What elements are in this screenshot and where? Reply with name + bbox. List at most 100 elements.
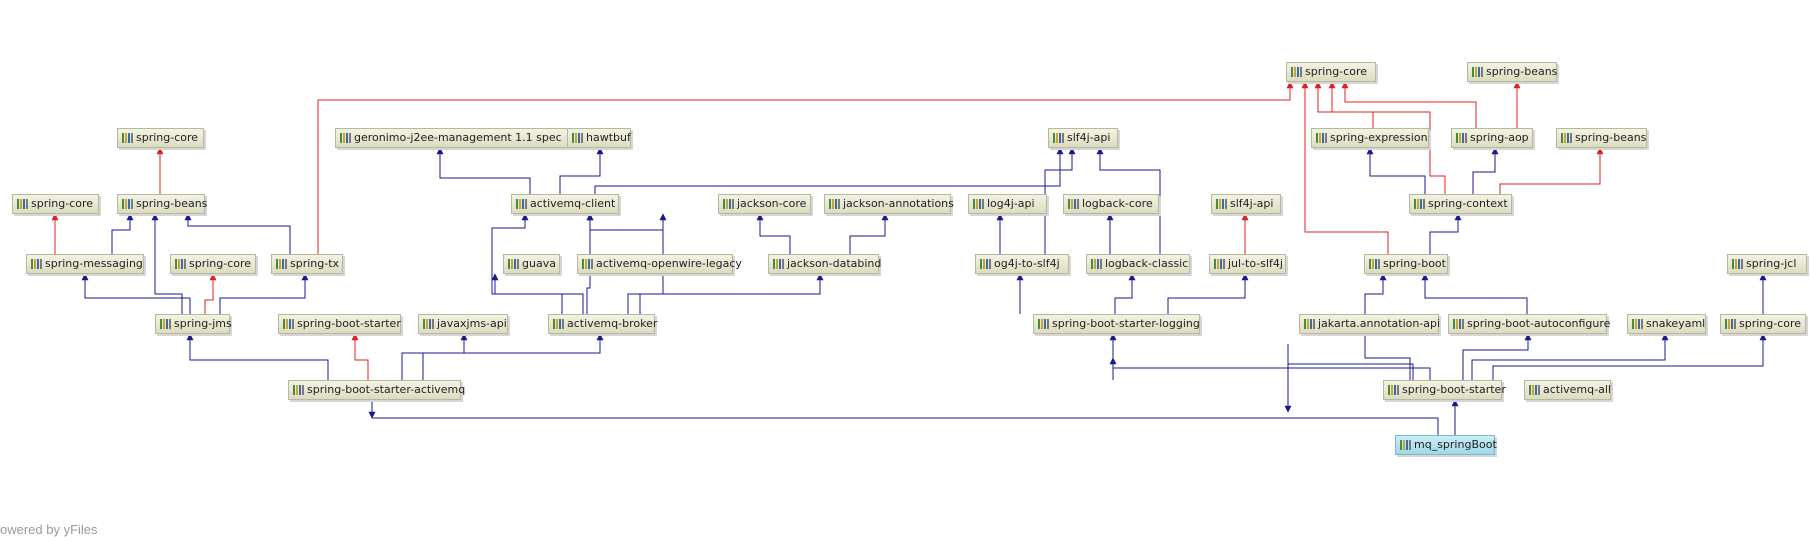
- node-label: spring-tx: [290, 257, 340, 270]
- dependency-edge-20: [586, 213, 664, 254]
- node-label: spring-expression: [1330, 131, 1428, 144]
- node-label: spring-aop: [1470, 131, 1529, 144]
- node-label: slf4j-api: [1230, 197, 1274, 210]
- library-icon: [1529, 385, 1540, 395]
- dependency-edge-37: [1284, 344, 1414, 413]
- node-hawtbuf[interactable]: hawtbuf: [567, 128, 631, 148]
- node-label: activemq-client: [530, 197, 616, 210]
- node-jackson-core[interactable]: jackson-core: [718, 194, 811, 214]
- node-spring-beans-r[interactable]: spring-beans: [1556, 128, 1647, 148]
- dependency-edge-17: [491, 213, 563, 314]
- node-log4j-to-slf4j[interactable]: og4j-to-slf4j: [975, 254, 1069, 274]
- library-icon: [276, 259, 287, 269]
- dependency-edge-21: [639, 273, 824, 314]
- conflict-edge-50: [1328, 81, 1374, 128]
- node-label: spring-boot-starter: [297, 317, 401, 330]
- node-javaxjms-api[interactable]: javaxjms-api: [418, 314, 508, 334]
- node-mq-springboot[interactable]: mq_springBoot: [1395, 435, 1497, 455]
- node-logback-classic[interactable]: logback-classic: [1086, 254, 1190, 274]
- dependency-edge-22: [559, 147, 604, 194]
- node-label: spring-core: [1739, 317, 1802, 330]
- dependency-edge-11: [111, 213, 134, 254]
- node-label: mq_springBoot: [1414, 438, 1497, 451]
- node-activemq-broker[interactable]: activemq-broker: [548, 314, 657, 334]
- library-icon: [1038, 319, 1049, 329]
- node-slf4j-api-mid[interactable]: slf4j-api: [1048, 128, 1118, 148]
- library-icon: [175, 259, 186, 269]
- library-icon: [516, 199, 527, 209]
- library-icon: [1316, 133, 1327, 143]
- library-icon: [980, 259, 991, 269]
- node-spring-core-far[interactable]: spring-core: [12, 194, 99, 214]
- library-icon: [1732, 259, 1743, 269]
- node-geronimo[interactable]: geronimo-j2ee-management 1.1 spec: [335, 128, 579, 148]
- node-label: slf4j-api: [1067, 131, 1111, 144]
- node-label: activemq-openwire-legacy: [596, 257, 742, 270]
- node-spring-jcl[interactable]: spring-jcl: [1727, 254, 1807, 274]
- node-jul-to-slf4j[interactable]: jul-to-slf4j: [1209, 254, 1286, 274]
- dependency-edge-35: [1167, 273, 1249, 314]
- dependency-edge-40: [1471, 333, 1669, 380]
- node-label: jackson-annotations: [843, 197, 954, 210]
- library-icon: [1388, 385, 1399, 395]
- conflict-edge-3: [351, 333, 369, 380]
- node-spring-boot-starter-logging[interactable]: spring-boot-starter-logging: [1033, 314, 1200, 334]
- library-icon: [293, 385, 304, 395]
- conflict-edge-8: [204, 273, 217, 314]
- node-spring-core-top[interactable]: spring-core: [1286, 62, 1376, 82]
- dependency-edge-23: [436, 147, 531, 194]
- library-icon: [1369, 259, 1380, 269]
- library-icon: [1216, 199, 1227, 209]
- library-icon: [340, 133, 351, 143]
- node-spring-aop[interactable]: spring-aop: [1451, 128, 1533, 148]
- node-activemq-openwire-legacy[interactable]: activemq-openwire-legacy: [577, 254, 742, 274]
- dependency-edge-47: [1472, 147, 1499, 194]
- library-icon: [122, 199, 133, 209]
- node-spring-beans-top[interactable]: spring-beans: [1467, 62, 1557, 82]
- node-spring-beans-l[interactable]: spring-beans: [117, 194, 207, 214]
- library-icon: [1632, 319, 1643, 329]
- node-label: guava: [522, 257, 556, 270]
- node-guava[interactable]: guava: [503, 254, 560, 274]
- node-activemq-all[interactable]: activemq-all: [1524, 380, 1611, 400]
- node-activemq-client[interactable]: activemq-client: [511, 194, 619, 214]
- node-spring-core-l[interactable]: spring-core: [117, 128, 204, 148]
- node-spring-jms[interactable]: spring-jms: [155, 314, 232, 334]
- node-spring-tx[interactable]: spring-tx: [271, 254, 343, 274]
- node-logback-core[interactable]: logback-core: [1063, 194, 1159, 214]
- library-icon: [572, 133, 583, 143]
- node-jackson-annotations[interactable]: jackson-annotations: [824, 194, 954, 214]
- dependency-edge-9: [151, 213, 183, 314]
- node-label: jul-to-slf4j: [1228, 257, 1283, 270]
- node-label: spring-boot-starter-logging: [1052, 317, 1200, 330]
- dependency-edge-6: [422, 333, 604, 380]
- dependency-edge-0: [371, 390, 1442, 456]
- node-spring-boot-starter-activemq[interactable]: spring-boot-starter-activemq: [288, 380, 465, 400]
- node-spring-core-r[interactable]: spring-core: [1720, 314, 1806, 334]
- node-spring-messaging[interactable]: spring-messaging: [26, 254, 144, 274]
- node-slf4j-api-r[interactable]: slf4j-api: [1211, 194, 1281, 214]
- node-label: spring-messaging: [45, 257, 143, 270]
- node-label: spring-boot-autoconfigure: [1467, 317, 1611, 330]
- library-icon: [160, 319, 171, 329]
- node-spring-boot-autoconfigure[interactable]: spring-boot-autoconfigure: [1448, 314, 1611, 334]
- library-icon: [1400, 440, 1411, 450]
- dependency-edge-18: [586, 213, 594, 314]
- node-label: spring-core: [1305, 65, 1368, 78]
- node-jackson-databind[interactable]: jackson-databind: [768, 254, 881, 274]
- node-jakarta-annotation-api[interactable]: jakarta.annotation-api: [1299, 314, 1440, 334]
- node-label: jackson-core: [737, 197, 807, 210]
- library-icon: [1561, 133, 1572, 143]
- library-icon: [1414, 199, 1425, 209]
- node-spring-boot-starter-l[interactable]: spring-boot-starter: [278, 314, 401, 334]
- node-spring-context[interactable]: spring-context: [1409, 194, 1512, 214]
- node-label: spring-core: [136, 131, 199, 144]
- node-log4j-api[interactable]: log4j-api: [968, 194, 1047, 214]
- node-spring-boot[interactable]: spring-boot: [1364, 254, 1448, 274]
- node-spring-boot-starter[interactable]: spring-boot-starter: [1383, 380, 1506, 400]
- node-label: spring-core: [31, 197, 94, 210]
- library-icon: [1214, 259, 1225, 269]
- node-spring-core-mid[interactable]: spring-core: [170, 254, 256, 274]
- node-snakeyaml[interactable]: snakeyaml: [1627, 314, 1706, 334]
- node-spring-expression[interactable]: spring-expression: [1311, 128, 1429, 148]
